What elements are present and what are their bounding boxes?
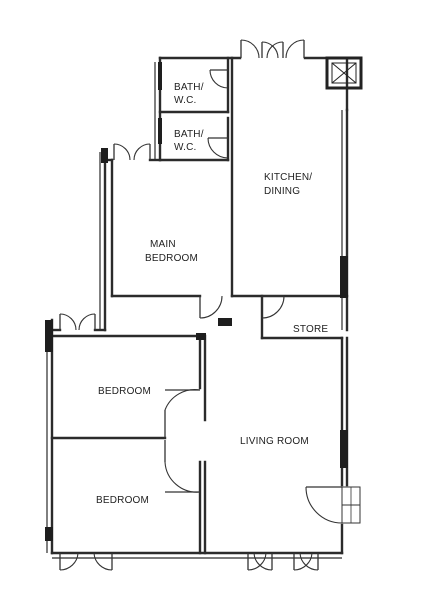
bedroom-2-label: BEDROOM <box>96 495 149 506</box>
main-bedroom-label-line-2: BEDROOM <box>145 253 198 264</box>
bath-2-label-line-1: BATH/ <box>174 129 204 140</box>
kitchen-label-line-2: DINING <box>264 186 300 197</box>
main-bedroom-label-line-1: MAIN <box>150 239 176 250</box>
bath-1-label-line-1: BATH/ <box>174 82 204 93</box>
structural-blocks <box>45 62 348 541</box>
kitchen-label-line-1: KITCHEN/ <box>264 172 312 183</box>
store-label: STORE <box>293 324 328 335</box>
doors <box>59 39 361 571</box>
service-shaft <box>325 56 363 90</box>
bath-2-label-line-2: W.C. <box>174 142 196 153</box>
room-labels: BATH/ W.C. BATH/ W.C. KITCHEN/ DINING MA… <box>96 82 328 506</box>
bedroom-1-label: BEDROOM <box>98 386 151 397</box>
bath-1-label-line-2: W.C. <box>174 95 196 106</box>
living-room-label: LIVING ROOM <box>240 436 309 447</box>
